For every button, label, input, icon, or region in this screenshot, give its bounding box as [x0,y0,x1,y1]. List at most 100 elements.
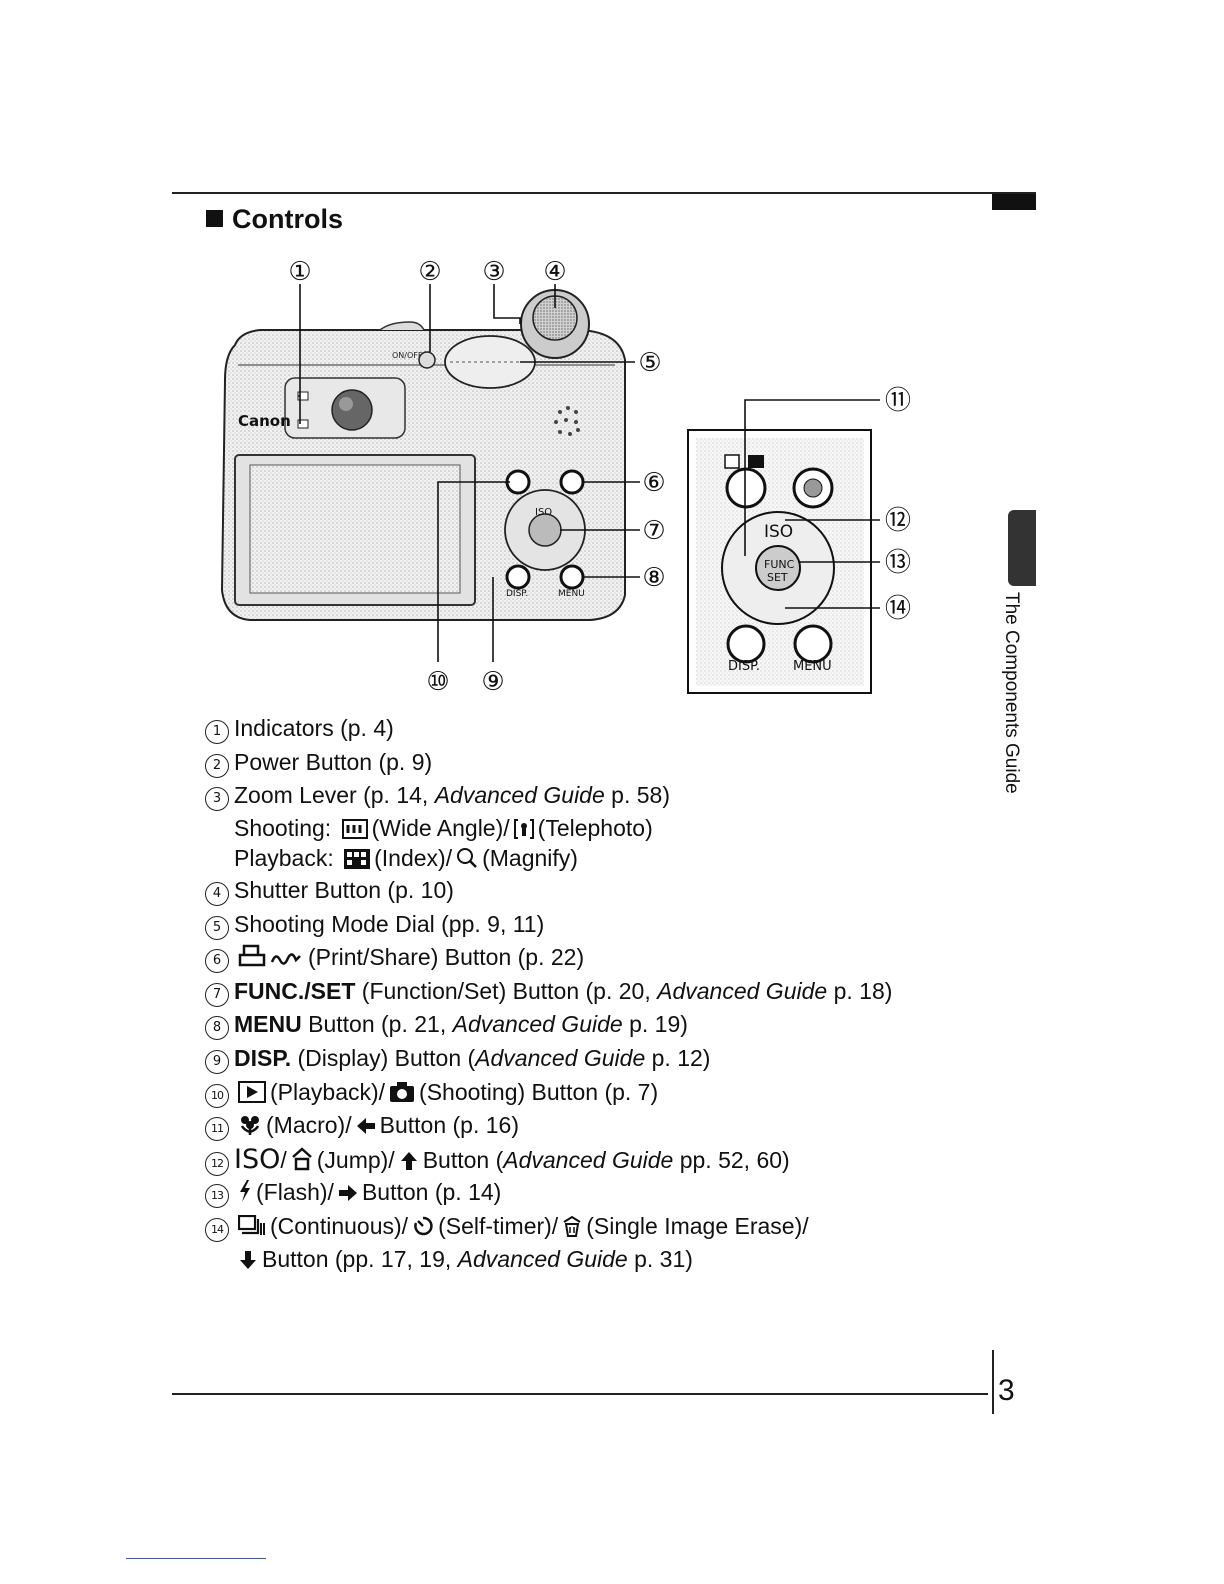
item-text: (Playback)/ [270,1078,386,1105]
item-text: (Flash)/ [256,1179,334,1206]
iso-label: ISO [234,1143,281,1175]
item-number: 2 [205,753,229,778]
item-text: Shooting Mode Dial (pp. 9, 11) [234,910,545,937]
callout-8: ⑧ [642,563,665,593]
sub-text: Playback: [234,845,334,872]
item-italic: Advanced Guide [457,1245,628,1272]
sub-text: Button (pp. 17, 19, [262,1245,458,1272]
on-off-label: ON/OFF [392,351,423,360]
item-text: (Jump)/ [316,1146,395,1173]
magnify-icon [457,848,477,869]
callout-14: ⑭ [885,594,911,624]
item-text: / [280,1146,287,1173]
flash-icon [240,1180,250,1203]
list-subitem: Shooting: (Wide Angle)/ (Telephoto) [205,813,985,844]
item-text-end: p. 58) [604,782,670,809]
footer-link-underline [126,1558,266,1559]
page-number: 3 [998,1374,1015,1407]
item-text-end: Button (p. 14) [361,1179,502,1206]
shooting-camera-icon [390,1081,415,1102]
set-label-inset: SET [767,571,788,584]
callout-11: ⑪ [885,386,911,416]
sub-text: (Telephoto) [537,814,653,841]
func-label-inset: FUNC [764,558,795,571]
control-pad-inset: ISO FUNC SET DISP. MENU [687,429,872,694]
item-text-end: p. 12) [645,1044,711,1071]
top-rule [172,192,1036,194]
item-text: (Macro)/ [266,1112,352,1139]
leader-lines [298,284,880,662]
callout-5: ⑤ [638,348,661,378]
callout-4: ④ [543,257,566,287]
section-title: Controls [206,204,343,235]
iso-label-small: ISO [535,507,552,518]
list-item: 6 (Print/Share) Button (p. 22) [205,941,985,975]
item-text-end: p. 19) [622,1011,688,1038]
item-text-end: (Single Image Erase)/ [586,1212,809,1239]
erase-trash-icon [563,1215,581,1237]
item-text: Zoom Lever (p. 14, [234,782,435,809]
arrow-right-icon [338,1185,357,1202]
wide-angle-icon [341,818,368,839]
sub-text: p. 31) [627,1245,693,1272]
callout-13: ⑬ [885,548,911,578]
item-italic: Advanced Guide [452,1011,623,1038]
item-italic: Advanced Guide [657,977,828,1004]
jump-icon [291,1147,312,1170]
bullet-square-icon [206,210,223,227]
sub-text: (Magnify) [482,845,578,872]
item-number: 8 [205,1016,229,1041]
item-text: (Display) Button ( [291,1044,476,1071]
item-number: 6 [205,949,229,974]
disp-label-small: DISP. [506,589,528,599]
arrow-left-icon [356,1118,375,1135]
item-number: 4 [205,881,229,906]
side-tab-marker [1008,510,1036,586]
item-number: 11 [205,1117,229,1142]
item-text: Button (p. 21, [301,1011,453,1038]
callout-2: ② [418,257,441,287]
item-text: (Continuous)/ [270,1212,409,1239]
list-subitem: Button (pp. 17, 19, Advanced Guide p. 31… [205,1244,985,1275]
item-italic: Advanced Guide [503,1146,674,1173]
disp-label-inset: DISP. [728,659,760,674]
macro-flower-icon [240,1116,260,1136]
item-italic: Advanced Guide [434,782,605,809]
arrow-up-icon [400,1151,417,1170]
item-number: 13 [205,1184,229,1209]
sub-text: (Wide Angle)/ [371,814,510,841]
item-number: 3 [205,787,229,812]
brand-logo: Canon [238,412,291,430]
item-text: Shutter Button (p. 10) [234,876,454,903]
callout-10: ⑩ [426,667,449,697]
side-tab-label: The Components Guide [1001,592,1022,794]
menu-label-small: MENU [558,589,585,599]
item-number: 5 [205,915,229,940]
bottom-rule [172,1393,988,1395]
callout-9: ⑨ [481,667,504,697]
continuous-shooting-icon [238,1214,265,1235]
item-bold: MENU [234,1011,302,1038]
self-timer-icon [414,1216,433,1236]
callout-3: ③ [482,257,505,287]
item-text: (Function/Set) Button (p. 20, [355,977,658,1004]
item-text: (Print/Share) Button (p. 22) [308,944,585,971]
index-icon [344,849,371,870]
telephoto-icon [513,818,534,839]
item-number: 12 [205,1151,229,1176]
callout-7: ⑦ [642,516,665,546]
item-number: 14 [205,1217,229,1242]
sub-text: Shooting: [234,814,332,841]
callout-1: ① [288,257,311,287]
list-subitem: Playback: (Index)/(Magnify) [205,843,985,874]
item-italic: Advanced Guide [475,1044,646,1071]
arrow-down-icon [240,1250,256,1269]
item-bold: DISP. [234,1044,292,1071]
callout-6: ⑥ [642,468,665,498]
